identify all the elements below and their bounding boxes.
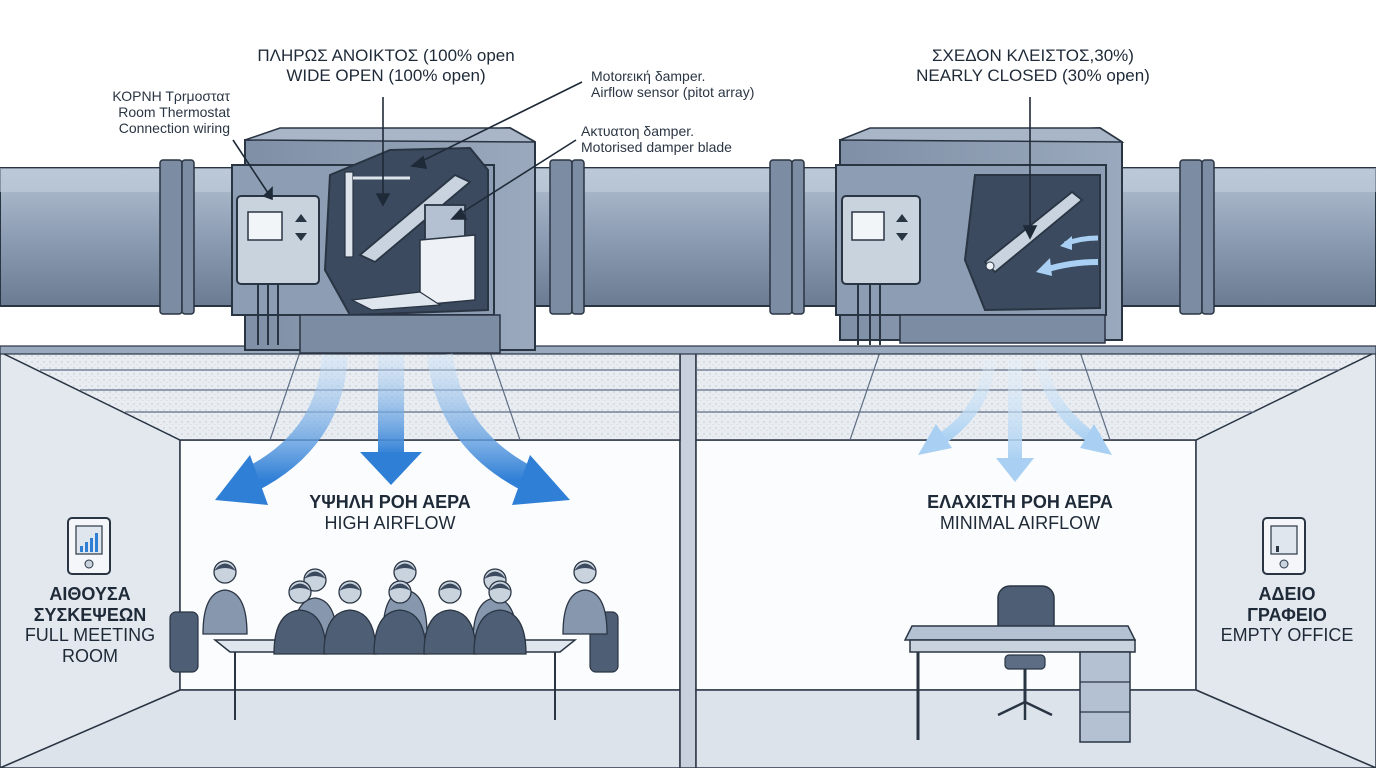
empty-office-label: ΑΔΕΙΟ ΓΡΑΦΕΙΟ EMPTY OFFICE xyxy=(1212,584,1362,646)
closed-title-english: NEARLY CLOSED (30% open) xyxy=(916,65,1150,85)
open-damper-blade xyxy=(358,173,472,264)
meeting-room-greek-1: ΑΙΘΟΥΣΑ xyxy=(49,584,131,604)
empty-office-furniture xyxy=(903,585,1137,743)
empty-office-greek-1: ΑΔΕΙΟ xyxy=(1258,584,1316,604)
blade-callout-line-1: Ακτυατοη δamper. xyxy=(581,123,695,139)
thermostat-callout-line-1: ΚΟΡΝΗ Τρrμοστατ xyxy=(112,88,230,104)
office-desk xyxy=(903,625,1137,641)
person-back-row xyxy=(562,560,608,635)
airflow-high-arrows xyxy=(215,353,570,505)
minimal-airflow-greek: ΕΛΑΧΙΣΤΗ ΡΟΗ ΑΕΡΑ xyxy=(927,492,1113,512)
thermostat-callout-line-3: Connection wiring xyxy=(118,120,230,137)
thermostat-callout-line-2: Room Thermostat xyxy=(118,104,230,121)
room-thermostat-right xyxy=(1262,517,1306,575)
blade-callout-line-2: Motorised damper blade xyxy=(581,139,732,156)
empty-office-english: EMPTY OFFICE xyxy=(1220,625,1354,646)
supply-duct xyxy=(0,159,1376,315)
meeting-room-english-1: FULL MEETING xyxy=(24,625,156,646)
person-front-row xyxy=(323,580,377,655)
meeting-room-greek-2: ΣΥΣΚΕΨΕΩΝ xyxy=(33,604,147,625)
airflow-minimal-arrows xyxy=(918,358,1112,482)
open-damper-title: ΠΛΗΡΩΣ ΑΝΟΙΚΤΟΣ (100% open WIDE OPEN (10… xyxy=(250,46,522,85)
right-room-floor xyxy=(695,689,1376,768)
blade-callout: Ακτυατοη δamper. Motorised damper blade xyxy=(581,123,732,155)
high-airflow-english: HIGH AIRFLOW xyxy=(324,512,456,533)
room-thermostat-left xyxy=(67,517,111,575)
vav-box-open xyxy=(231,126,536,354)
callout-lines xyxy=(232,81,1038,240)
meeting-group xyxy=(169,560,619,720)
open-title-english: WIDE OPEN (100% open) xyxy=(286,65,486,85)
vav-box-closed xyxy=(835,126,1125,345)
meeting-room-label: ΑΙΘΟΥΣΑ ΣΥΣΚΕΨΕΩΝ FULL MEETING ROOM xyxy=(20,584,160,667)
thermostat-callout: ΚΟΡΝΗ Τρrμοστατ Room Thermostat Connecti… xyxy=(60,88,230,136)
high-airflow-label: ΥΨΗΛΗ ΡΟΗ ΑΕΡΑ HIGH AIRFLOW xyxy=(300,492,480,533)
person-front-row xyxy=(423,580,477,655)
sensor-callout-line-2: Airflow sensor (pitot array) xyxy=(591,84,755,101)
sensor-callout: Motorεική δamper. Airflow sensor (pitot … xyxy=(591,68,754,100)
closed-damper-title: ΣΧΕΔΟΝ ΚΛΕΙΣΤΟΣ,30%) NEARLY CLOSED (30% … xyxy=(905,46,1161,85)
meeting-room-english-2: ROOM xyxy=(62,646,118,667)
open-title-greek: ΠΛΗΡΩΣ ΑΝΟΙΚΤΟΣ (100% open xyxy=(257,46,515,65)
empty-office-greek-2: ΓΡΑΦΕΙΟ xyxy=(1247,604,1327,625)
sensor-callout-line-1: Motorεική δamper. xyxy=(591,68,706,84)
minimal-airflow-label: ΕΛΑΧΙΣΤΗ ΡΟΗ ΑΕΡΑ MINIMAL AIRFLOW xyxy=(910,492,1130,533)
minimal-airflow-english: MINIMAL AIRFLOW xyxy=(939,512,1101,533)
rooms xyxy=(0,345,1376,768)
person-front-row xyxy=(473,580,527,655)
person-back-row xyxy=(202,560,248,635)
person-front-row xyxy=(273,580,327,655)
high-airflow-greek: ΥΨΗΛΗ ΡΟΗ ΑΕΡΑ xyxy=(309,492,471,512)
closed-title-greek: ΣΧΕΔΟΝ ΚΛΕΙΣΤΟΣ,30%) xyxy=(932,46,1134,65)
partition-wall xyxy=(679,349,697,768)
pitot-sensor xyxy=(344,171,354,258)
